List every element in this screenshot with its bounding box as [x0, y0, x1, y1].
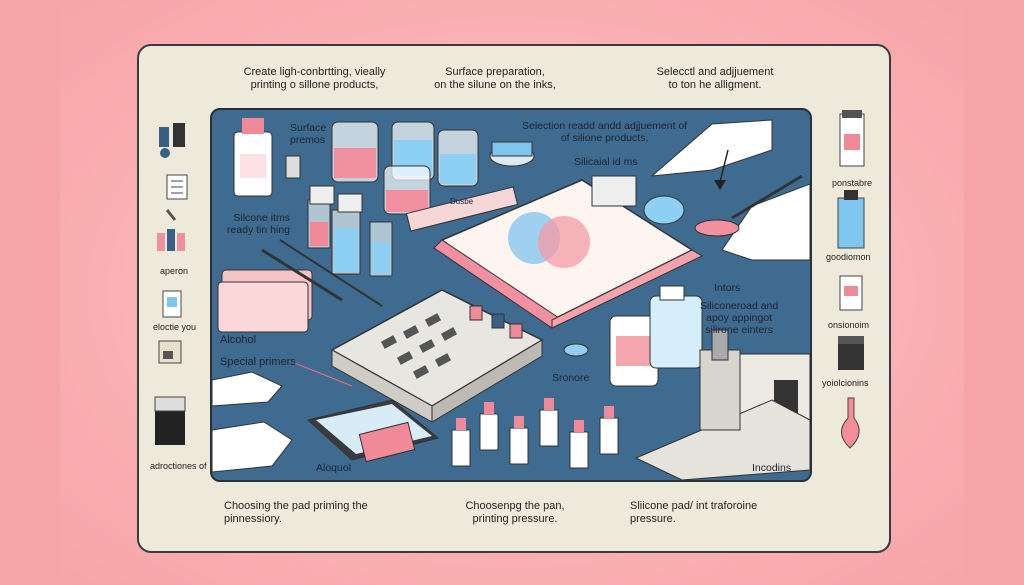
sidebar-left-label-3: adroctiones of — [150, 461, 207, 471]
header-center: Surface preparation, on the silune on th… — [434, 66, 556, 91]
label-incodins: Incodins — [752, 462, 792, 474]
sidebar-right-label-3: onsionoim — [828, 320, 870, 330]
sidebar-left-label-2: eloctie you — [153, 322, 197, 332]
sidebar-right-label-4: yoiolcionins — [822, 378, 869, 388]
sidebar-right-label-1: ponstabre — [832, 178, 873, 188]
sidebar-right-label-2: goodiomon — [826, 252, 871, 262]
footer-center: Choosenpg the pan, printing pressure. — [465, 500, 565, 525]
label-intors: Intors — [714, 282, 741, 294]
illustration-panel: Surface premos Selection readd andd adjj… — [210, 108, 812, 482]
left-sidebar-icons — [154, 123, 188, 445]
label-surface: Surface premos — [290, 122, 327, 146]
header-left: Create ligh-conbrtting, vieally printing… — [243, 66, 386, 91]
label-selection: Selection readd andd adjjuement of of si… — [522, 120, 688, 144]
label-silicial: Silicaial id ms — [574, 156, 638, 168]
label-sronore: Sronore — [552, 372, 590, 384]
label-special-primers: Special primers — [220, 356, 296, 368]
label-silicone-ready: Silcone itms ready tin hing — [226, 212, 290, 236]
label-tape: Dusbe — [450, 197, 474, 206]
right-sidebar-icons — [837, 110, 865, 449]
header-right: Selecctl and adjjuement to ton he alligm… — [656, 66, 774, 91]
label-alcohol: Alcohol — [220, 334, 257, 346]
footer-left: Choosing the pad priming the pinnessiory… — [224, 500, 368, 525]
label-aloquol: Aloquol — [316, 462, 352, 474]
label-silicone-load: Siliconeroad and apoy appingot silirone … — [700, 300, 779, 336]
sidebar-left-label-1: aperon — [160, 266, 189, 276]
equipment-illustration — [212, 118, 810, 480]
footer-right: Sliicone pad/ int traforoine pressure. — [630, 500, 758, 525]
